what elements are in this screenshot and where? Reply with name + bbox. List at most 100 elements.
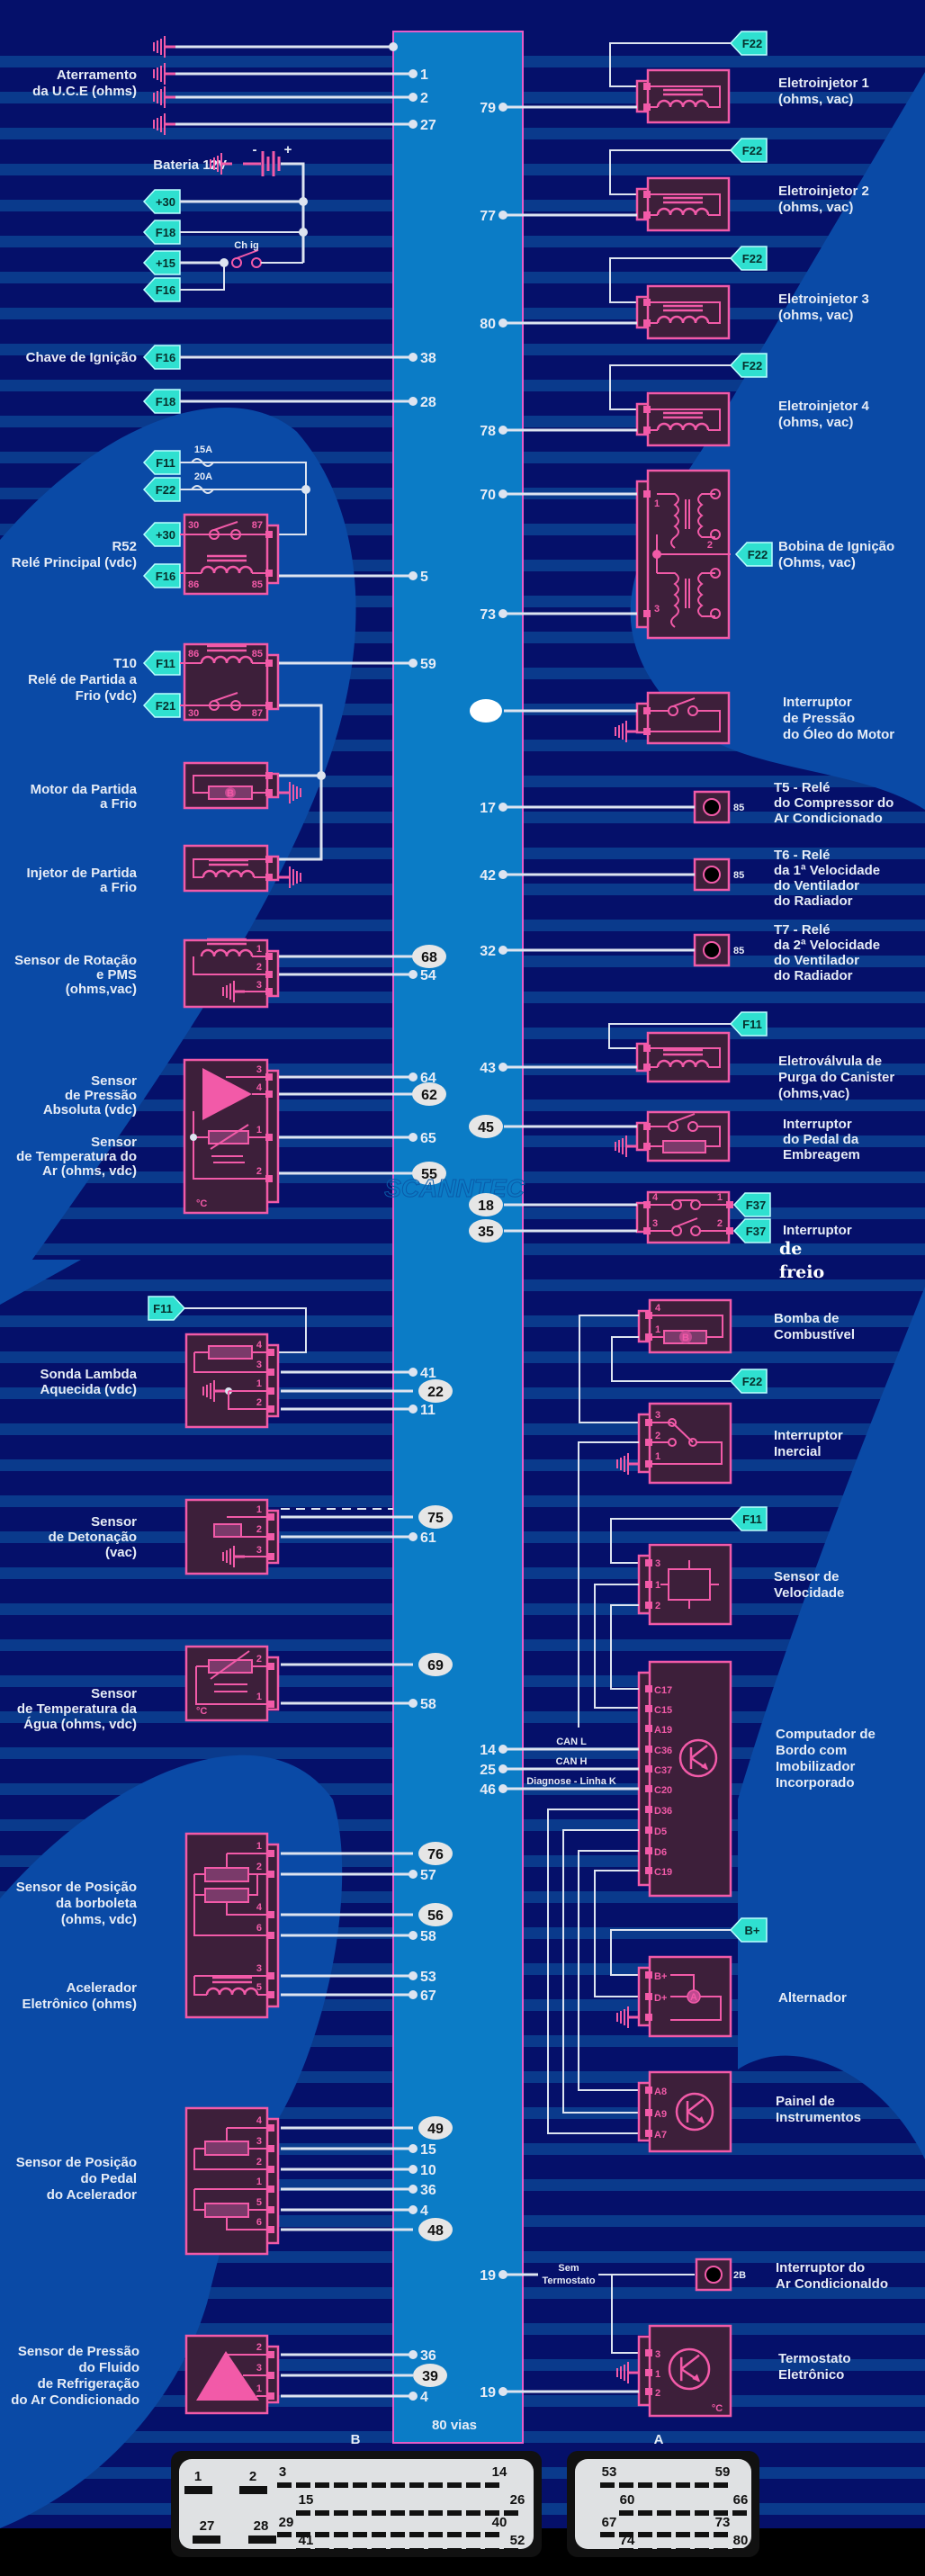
junction-dot <box>409 1971 418 1980</box>
coil-winding <box>200 565 254 574</box>
connector-pin <box>466 2510 480 2516</box>
resistor-icon <box>213 1523 242 1538</box>
fuse-shape <box>729 246 768 271</box>
junction-dot <box>498 870 507 879</box>
connector-pin <box>428 2532 443 2537</box>
terminal <box>645 1847 652 1854</box>
transistor-icon <box>678 1738 718 1778</box>
terminal <box>267 1349 274 1356</box>
pin-bubble-number: 62 <box>421 1088 437 1103</box>
wire <box>611 1336 731 1382</box>
connector-pin <box>372 2548 386 2554</box>
pin-bubble-number: 69 <box>427 1658 444 1674</box>
coil-icon <box>656 1048 710 1068</box>
terminal-label: 3 <box>256 1963 262 1974</box>
internal-line <box>226 1076 269 1078</box>
component-label: da 2ª Velocidade <box>774 938 880 953</box>
component-label: Sensor <box>91 1686 137 1701</box>
terminal-label: 4 <box>256 1082 263 1093</box>
terminal <box>643 83 651 90</box>
connector-pin <box>619 2532 633 2537</box>
junction-dot <box>301 485 310 494</box>
coil-icon <box>200 644 254 664</box>
pin-bubble-number: 56 <box>427 1908 444 1924</box>
fuse-label: F22 <box>742 252 762 265</box>
component-label: Interruptor <box>783 695 852 710</box>
switch-icon <box>209 521 241 540</box>
component-label: da 1ª Velocidade <box>774 863 880 878</box>
relay-t10 <box>183 642 280 722</box>
coil-primary-icon <box>657 493 679 549</box>
pin-bubble <box>470 699 502 723</box>
junction-dot <box>498 319 507 328</box>
fuse-label: F37 <box>746 1225 766 1238</box>
coil-icon <box>656 304 710 324</box>
fuse-label: +30 <box>156 195 175 209</box>
component-label: Termostato <box>778 2351 851 2366</box>
pin-bubble-number: 75 <box>427 1511 444 1526</box>
spark-terminal <box>710 568 721 579</box>
fuse-tag: F11 <box>729 1011 768 1037</box>
connector-pin <box>619 2482 633 2488</box>
component-label: do Ventilador <box>774 878 859 893</box>
component-label: do Radiador <box>774 968 853 983</box>
connector-pin <box>504 2510 518 2516</box>
injector-3 <box>635 284 731 340</box>
fuse-label: +30 <box>156 528 175 542</box>
fuse-rating: 20A <box>194 471 212 482</box>
terminal <box>645 2087 652 2094</box>
internal-line <box>193 2149 271 2170</box>
bg-blob <box>0 408 356 1305</box>
connector-pin <box>372 2482 386 2488</box>
component-label: Motor da Partida <box>31 782 138 797</box>
ecu-pin-number: 42 <box>480 868 496 884</box>
ecu-pin-number: 58 <box>420 1697 436 1712</box>
junction-dot <box>409 2350 418 2359</box>
connector-pin-label: 74 <box>620 2533 635 2548</box>
celsius-label: °C <box>196 1706 207 1717</box>
wire <box>180 263 225 291</box>
junction-dot <box>498 609 507 618</box>
connector-pin <box>353 2510 367 2516</box>
terminal <box>267 1387 274 1395</box>
fuse-label: F18 <box>156 226 175 239</box>
connector-pin <box>657 2548 671 2554</box>
wire <box>562 1829 639 2114</box>
pin-bubble <box>418 1505 453 1529</box>
connector-a-label: A <box>654 2432 664 2447</box>
ecu-pin-number: 54 <box>420 968 436 983</box>
pin-bubble-number: 55 <box>421 1167 437 1182</box>
ecu-pin-number: 43 <box>480 1061 496 1076</box>
component-label: do Fluido <box>79 2360 139 2375</box>
connector-pin <box>466 2482 480 2488</box>
component-body <box>646 1190 731 1244</box>
oil-pressure-switch <box>635 691 731 745</box>
fuse-tag: F11 <box>142 651 181 676</box>
terminal <box>265 772 273 779</box>
connector-pin-label: 26 <box>510 2492 525 2508</box>
terminal-label: 3 <box>256 2136 262 2147</box>
junction-dot <box>299 228 308 237</box>
coil-winding <box>200 948 254 957</box>
ecu-pin-number: 67 <box>420 1988 436 2004</box>
terminal <box>265 953 273 960</box>
pump-symbol-letter: B <box>682 1333 689 1343</box>
terminal-label: 4 <box>655 1303 661 1314</box>
ecu-pin-number: 28 <box>420 395 436 410</box>
terminal-label: 2 <box>256 2157 262 2168</box>
fuse-shape <box>142 450 181 475</box>
component-label: de Temperatura do <box>16 1149 137 1164</box>
component-label: Interruptor <box>783 1117 852 1132</box>
ecu-pin-number: 1 <box>420 67 428 83</box>
connector-a-face <box>575 2459 751 2549</box>
coil-icon <box>656 411 710 431</box>
terminal-label: C15 <box>654 1705 672 1716</box>
fuse-shape <box>148 1296 186 1321</box>
fuse-tag: F16 <box>142 345 181 370</box>
terminal <box>645 1581 652 1588</box>
ecu-pin-number: 25 <box>480 1763 496 1778</box>
connector-pin-label: 52 <box>510 2533 525 2548</box>
ground-icon <box>153 86 175 108</box>
terminal-label: D5 <box>654 1827 667 1837</box>
component-label: da borboleta <box>56 1896 138 1911</box>
